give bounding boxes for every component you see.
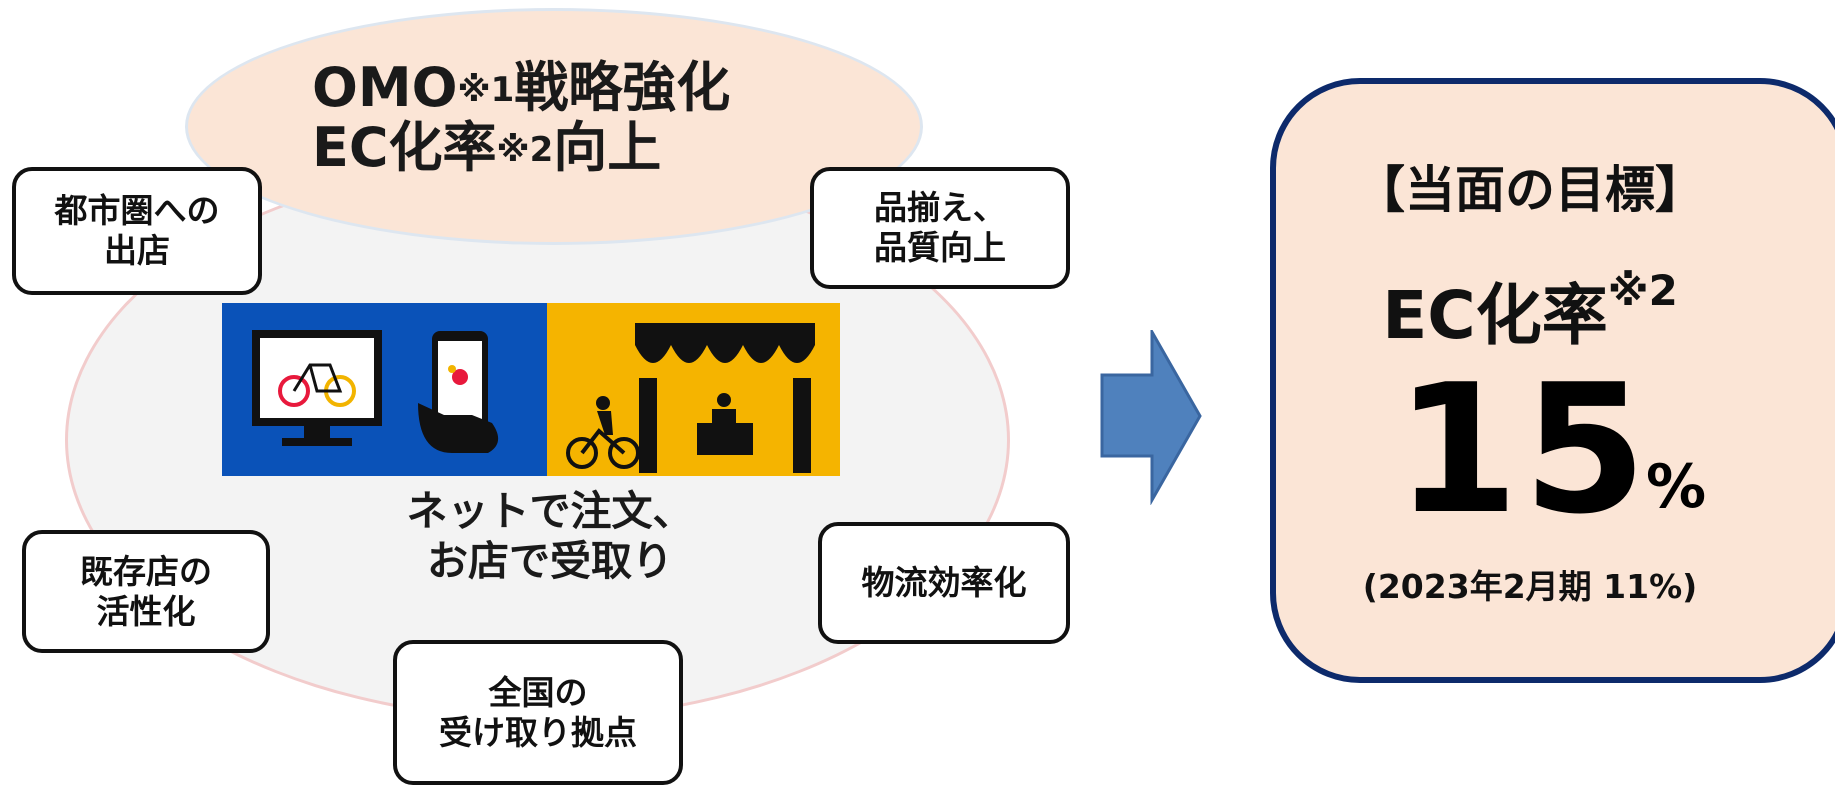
monitor-icon bbox=[252, 330, 382, 446]
initiative-logistics: 物流効率化 bbox=[818, 522, 1070, 644]
goal-note: (2023年2月期 11%) bbox=[1362, 567, 1698, 606]
goal-title: 【当面の目標】 bbox=[1355, 161, 1705, 219]
cyclist-icon bbox=[566, 396, 640, 469]
initiative-label: 全国の 受け取り拠点 bbox=[439, 672, 637, 752]
initiative-assortment-quality: 品揃え、 品質向上 bbox=[810, 167, 1070, 289]
initiative-label: 物流効率化 bbox=[861, 563, 1027, 602]
initiative-pickup-points: 全国の 受け取り拠点 bbox=[393, 640, 683, 785]
initiative-label: 品揃え、 品質向上 bbox=[874, 188, 1006, 267]
strategy-line-2: EC化率※2向上 bbox=[312, 116, 662, 179]
initiative-existing-stores: 既存店の 活性化 bbox=[22, 530, 270, 653]
initiative-urban-stores: 都市圏への 出店 bbox=[12, 167, 262, 295]
online-order-panel bbox=[222, 303, 547, 476]
right-arrow-icon bbox=[1100, 330, 1202, 505]
initiative-label: 都市圏への 出店 bbox=[54, 191, 220, 270]
strategy-ellipse bbox=[185, 8, 923, 245]
store-pickup-panel bbox=[547, 303, 840, 476]
goal-metric: EC化率※2 bbox=[1382, 266, 1678, 354]
storefront-icon bbox=[635, 323, 815, 473]
strategy-line-1: OMO※1戦略強化 bbox=[312, 56, 731, 119]
center-caption: ネットで注文、 お店で受取り bbox=[406, 487, 694, 585]
goal-unit: % bbox=[1646, 452, 1707, 522]
smartphone-icon bbox=[418, 331, 499, 453]
initiative-label: 既存店の 活性化 bbox=[80, 551, 212, 631]
strategy-text: OMO※1戦略強化 EC化率※2向上 bbox=[312, 58, 730, 178]
goal-value: 15 bbox=[1395, 346, 1651, 553]
goal-box bbox=[1270, 78, 1835, 683]
